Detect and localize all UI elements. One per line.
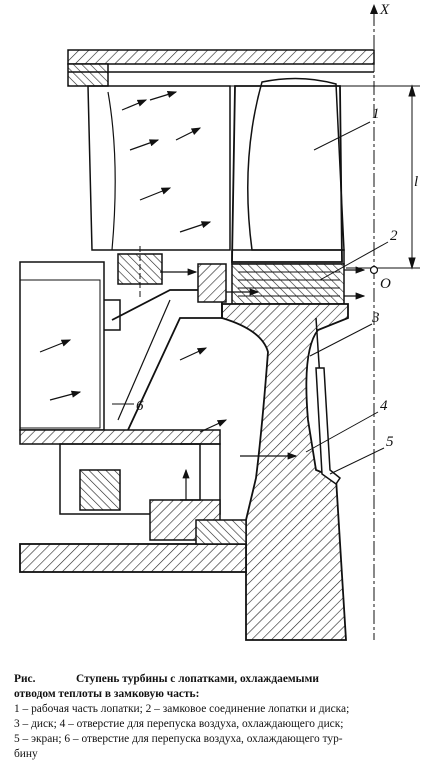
label-6: 6 — [136, 398, 144, 414]
label-2: 2 — [390, 228, 398, 244]
caption-items-line2: 3 – диск; 4 – отверстие для перепуска во… — [14, 718, 344, 730]
dimension-l — [340, 84, 420, 270]
turbine-stage-drawing: 1 2 3 4 5 6 X l O — [19, 2, 420, 641]
point-o-marker — [369, 265, 379, 275]
label-point-o: O — [380, 276, 391, 292]
leader-lines — [112, 121, 389, 475]
nozzle-vane — [87, 85, 231, 251]
label-3: 3 — [371, 310, 380, 326]
bolt — [117, 246, 227, 303]
label-1: 1 — [372, 106, 380, 122]
figure-caption: Рис. Ступень турбины с лопатками, охлажд… — [14, 672, 426, 762]
screen — [315, 367, 342, 486]
label-4: 4 — [380, 398, 388, 414]
caption-fig-label: Рис. — [14, 673, 36, 685]
caption-items-line4: бину — [14, 748, 38, 760]
inner-housing — [19, 261, 223, 431]
casing-top — [67, 49, 375, 87]
caption-title-line1: Ступень турбины с лопатками, охлаждаемым… — [76, 673, 319, 685]
flow-arrows — [39, 91, 366, 500]
blade-root-lock — [231, 263, 345, 305]
caption-items-line3: 5 – экран; 6 – отверстие для перепуска в… — [14, 733, 343, 745]
rotor-blade — [231, 77, 345, 265]
caption-items-line1: 1 – рабочая часть лопатки; 2 – замковое … — [14, 703, 350, 715]
label-5: 5 — [386, 434, 394, 450]
caption-title-line2: отводом теплоты в замковую часть: — [14, 688, 200, 700]
axis-x — [370, 4, 378, 640]
label-dimension-l: l — [414, 174, 418, 190]
label-axis-x: X — [379, 2, 390, 18]
shaft-assembly — [19, 429, 247, 573]
